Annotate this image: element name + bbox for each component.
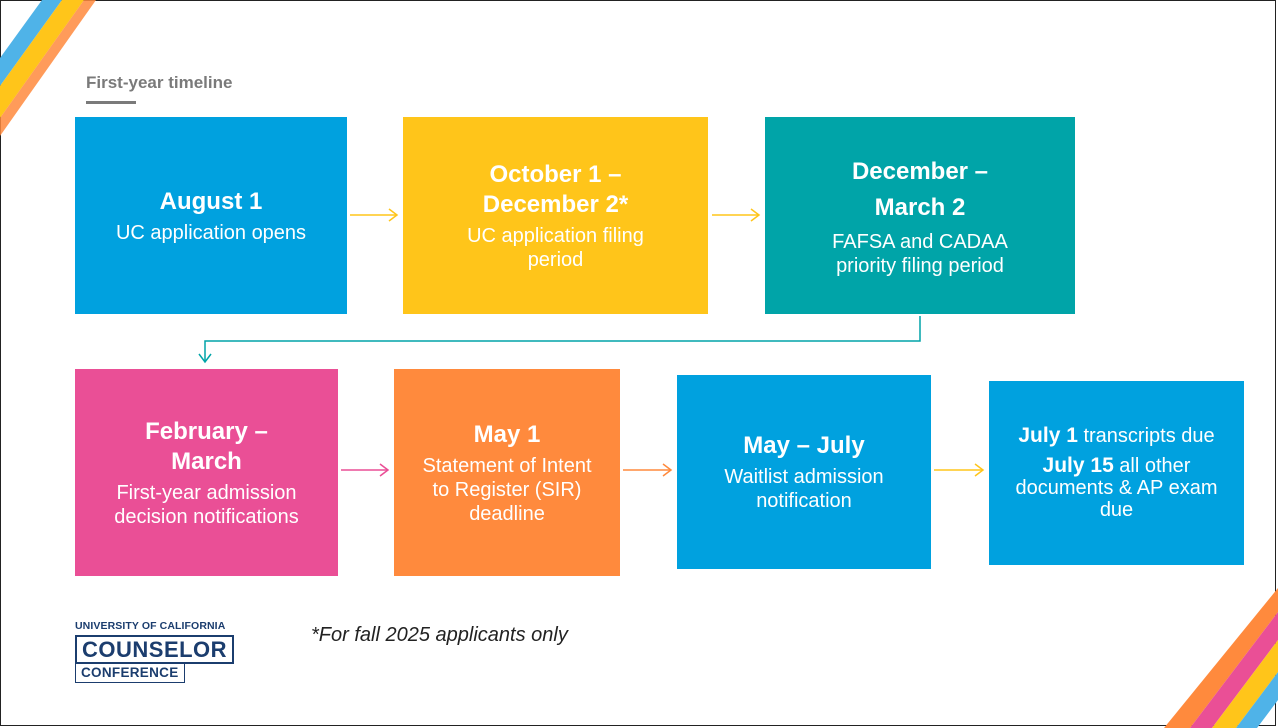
- date-july-15: July 15: [1042, 454, 1114, 477]
- stripe-orange-bottom: [1164, 588, 1278, 728]
- arrow-6-to-7: [934, 463, 985, 477]
- step-title-line1: October 1 –: [489, 160, 622, 188]
- step-july-deadlines: July 1 transcripts due July 15 all other…: [989, 381, 1244, 565]
- step-may-1: May 1 Statement of Intent to Register (S…: [394, 369, 620, 576]
- july-15-text: all other documents & AP exam due: [1015, 455, 1218, 521]
- step-may-july: May – July Waitlist admission notificati…: [677, 375, 931, 569]
- stripe-pink-bottom: [1190, 612, 1278, 728]
- arrow-2-to-3: [712, 208, 761, 222]
- page-title: First-year timeline: [86, 73, 233, 92]
- step-title-line2: December 2*: [482, 190, 629, 218]
- step-october-december: October 1 – December 2* UC application f…: [403, 117, 708, 314]
- july-15-line: July 15 all other documents & AP exam du…: [1003, 454, 1230, 522]
- step-description: UC application filing period: [467, 224, 644, 271]
- step-title: May – July: [743, 432, 865, 459]
- stripe-yellow-bottom: [1212, 640, 1278, 728]
- stripe-orange-top: [0, 0, 96, 136]
- footnote: *For fall 2025 applicants only: [311, 624, 568, 646]
- july-1-line: July 1 transcripts due: [1018, 424, 1215, 448]
- july-1-text: transcripts due: [1077, 425, 1215, 447]
- title-underline: [86, 101, 136, 104]
- step-february-march: February – March First-year admission de…: [75, 369, 338, 576]
- date-july-1: July 1: [1018, 424, 1078, 447]
- stripe-blue-bottom: [1236, 672, 1278, 728]
- step-description: Waitlist admission notification: [724, 466, 884, 512]
- step-description: UC application opens: [115, 221, 307, 244]
- step-title-line1: December –: [851, 157, 989, 185]
- step-title-line2: March 2: [874, 193, 966, 221]
- arrow-5-to-6: [623, 463, 673, 477]
- arrow-4-to-5: [341, 463, 390, 477]
- step-description: FAFSA and CADAA priority filing period: [832, 230, 1008, 277]
- conference-logo: UNIVERSITY OF CALIFORNIA COUNSELOR CONFE…: [75, 620, 235, 683]
- step-title-line2: March: [171, 447, 242, 475]
- step-description: Statement of Intent to Register (SIR) de…: [422, 454, 592, 525]
- arrow-3-to-4: [198, 316, 921, 364]
- step-title: August 1: [159, 187, 263, 215]
- arrow-1-to-2: [350, 208, 399, 222]
- logo-counselor-text: COUNSELOR: [75, 635, 235, 664]
- logo-conference-text: CONFERENCE: [75, 664, 185, 683]
- step-description: First-year admission decision notificati…: [114, 481, 299, 528]
- logo-university-text: UNIVERSITY OF CALIFORNIA: [75, 620, 226, 632]
- step-december-march: December – March 2 FAFSA and CADAA prior…: [765, 117, 1075, 314]
- step-august-1: August 1 UC application opens: [75, 117, 347, 314]
- step-title: May 1: [473, 420, 541, 448]
- step-title-line1: February –: [145, 417, 268, 445]
